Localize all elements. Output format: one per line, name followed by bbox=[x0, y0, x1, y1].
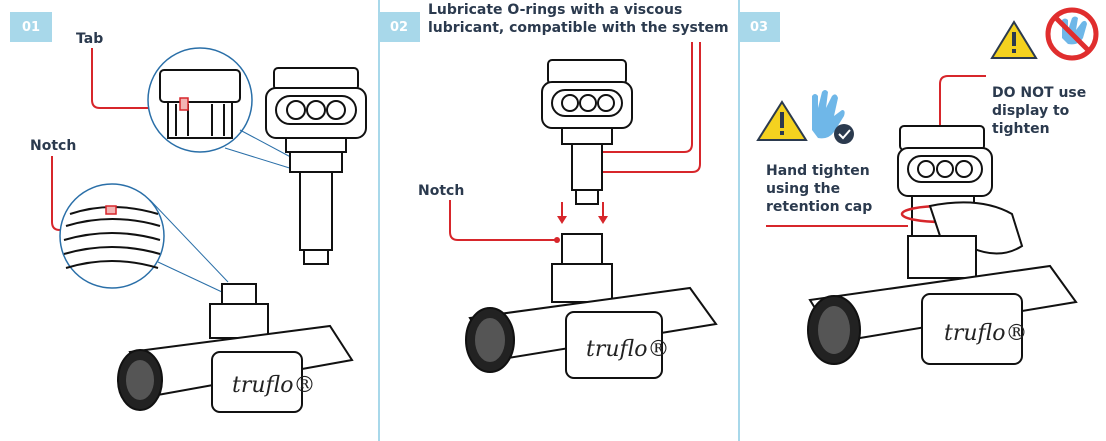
brand-logo-1: truflo® bbox=[232, 373, 315, 398]
tab-callout-line bbox=[91, 48, 182, 109]
oring-callout-1 bbox=[596, 42, 693, 153]
warning-triangle-icon-2 bbox=[990, 20, 1038, 59]
brand-logo-3: truflo® bbox=[944, 321, 1027, 346]
lubricate-instruction: Lubricate O-rings with a viscous lubrica… bbox=[428, 2, 729, 36]
step-badge-1: 01 bbox=[10, 12, 52, 42]
step1-illustration: truflo® bbox=[51, 47, 367, 413]
notch-label-2: Notch bbox=[418, 183, 465, 199]
oring-callout-2 bbox=[596, 42, 701, 173]
sensor-head-2 bbox=[541, 59, 633, 205]
brand-logo-2: truflo® bbox=[586, 337, 669, 362]
human-hand bbox=[928, 201, 1024, 255]
warning-triangle-icon bbox=[756, 100, 808, 141]
do-not-use-warning: DO NOT use display to tighten bbox=[992, 85, 1087, 137]
notch-label-1: Notch bbox=[30, 138, 77, 154]
magnified-tab-circle bbox=[147, 47, 253, 153]
no-hand-icon bbox=[1045, 7, 1099, 61]
sensor-head-1 bbox=[265, 67, 367, 265]
notch-callout-line-2 bbox=[449, 200, 556, 241]
divider-1 bbox=[378, 0, 380, 441]
tab-label: Tab bbox=[76, 31, 104, 47]
divider-2 bbox=[738, 0, 740, 441]
pipe-assembly-2: truflo® bbox=[465, 233, 718, 379]
magnified-notch-circle bbox=[59, 183, 165, 289]
pipe-assembly-1: truflo® bbox=[117, 283, 354, 413]
check-badge-icon bbox=[834, 124, 854, 144]
hand-tighten-instruction: Hand tighten using the retention cap bbox=[766, 163, 873, 215]
sensor-head-3 bbox=[897, 125, 993, 237]
display-callout-line bbox=[939, 75, 986, 128]
pipe-assembly-3: truflo® bbox=[807, 235, 1078, 365]
step-badge-2: 02 bbox=[378, 12, 420, 42]
hand-icon bbox=[812, 90, 845, 139]
step-badge-3: 03 bbox=[738, 12, 780, 42]
